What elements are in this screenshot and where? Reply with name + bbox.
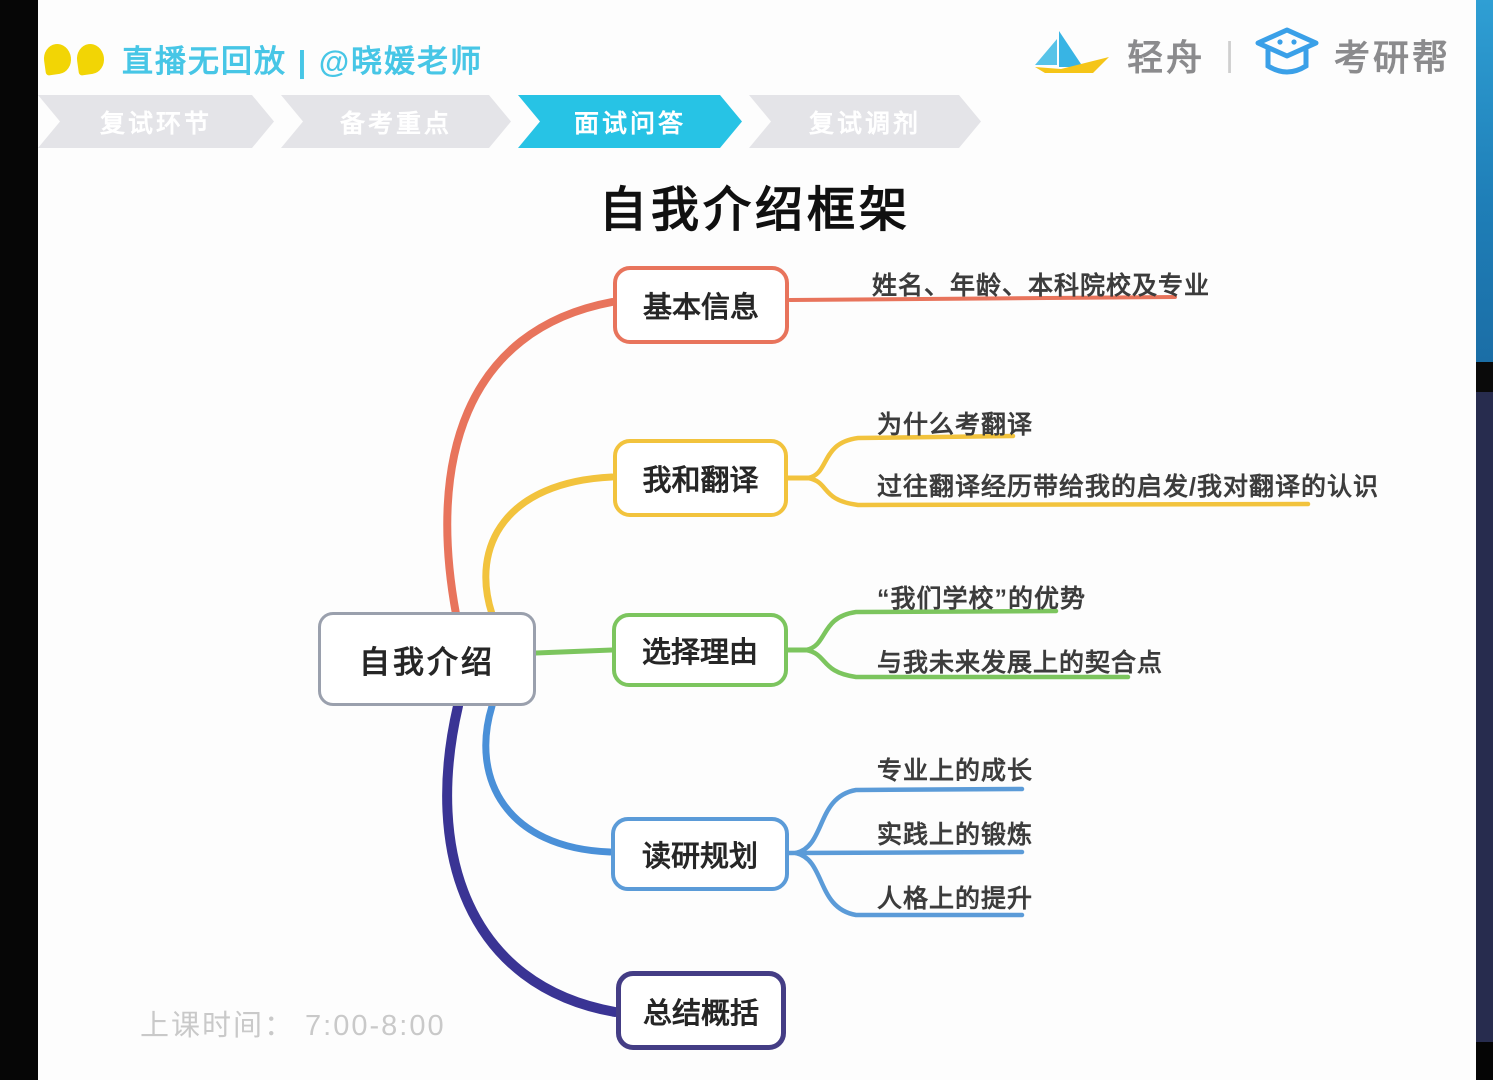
branch-choice-reasons: 选择理由: [612, 613, 788, 687]
leaf-major-growth: 专业上的成长: [877, 757, 1034, 785]
left-black-strip: [0, 0, 38, 1080]
tab-mianshi-wenda[interactable]: 面试问答: [518, 95, 742, 148]
link-root-summary: [442, 701, 620, 1017]
page-title: 自我介绍框架: [598, 184, 911, 237]
tab-fushi-tiaoji[interactable]: 复试调剂: [749, 95, 981, 148]
live-banner: 直播无回放 | @晓媛老师: [42, 36, 484, 81]
quote-icon: [75, 41, 106, 76]
tab-beikao-zhongdian[interactable]: 备考重点: [281, 95, 511, 148]
tab-bar: 复试环节 备考重点 面试问答 复试调剂: [38, 95, 981, 148]
live-label: 直播无回放 | @晓媛老师: [122, 44, 484, 79]
branch-grad-study-plan: 读研规划: [611, 817, 789, 891]
leaf-why-translation: 为什么考翻译: [877, 411, 1034, 439]
paper-boat-icon: [1035, 31, 1110, 73]
leaf-practice-exercise: 实践上的锻炼: [877, 821, 1034, 849]
mindmap-root-node: 自我介绍: [318, 612, 536, 706]
branch-summary: 总结概括: [616, 971, 786, 1050]
link-root-me-and-translation: [482, 473, 616, 618]
leaf-future-fit: 与我未来发展上的契合点: [877, 649, 1164, 677]
leaf-name-age-school: 姓名、年龄、本科院校及专业: [872, 272, 1211, 300]
right-strip-navy: [1476, 392, 1493, 1042]
right-edge-strip: [1476, 0, 1493, 1080]
link-root-grad-plan: [482, 702, 614, 856]
brand-qingzhou-label: 轻舟: [1127, 37, 1206, 78]
quote-icon: [42, 41, 73, 76]
grad-cap-icon: [1255, 27, 1319, 75]
leaf-school-advantage: “我们学校”的优势: [877, 585, 1087, 613]
branch-me-and-translation: 我和翻译: [613, 439, 788, 517]
branch-basic-info: 基本信息: [613, 266, 789, 344]
link-root-basic-info: [443, 298, 616, 618]
class-time-label: 上课时间： 7:00-8:00: [140, 1010, 446, 1042]
brand-kaoyanbang-label: 考研帮: [1333, 37, 1451, 78]
leafline-practice-growth: [786, 849, 1025, 856]
tab-fushi-huanjie[interactable]: 复试环节: [38, 95, 274, 148]
right-strip-black-top: [1476, 362, 1493, 392]
leaf-past-experience: 过往翻译经历带给我的启发/我对翻译的认识: [877, 473, 1379, 501]
brand-divider: |: [1225, 35, 1234, 74]
leaf-personality-improvement: 人格上的提升: [877, 885, 1034, 913]
right-strip-black-bottom: [1476, 1042, 1493, 1080]
link-root-reasons: [533, 647, 615, 656]
right-strip-blue: [1476, 0, 1493, 362]
brand-logos: 轻舟 | 考研帮: [1031, 26, 1451, 84]
